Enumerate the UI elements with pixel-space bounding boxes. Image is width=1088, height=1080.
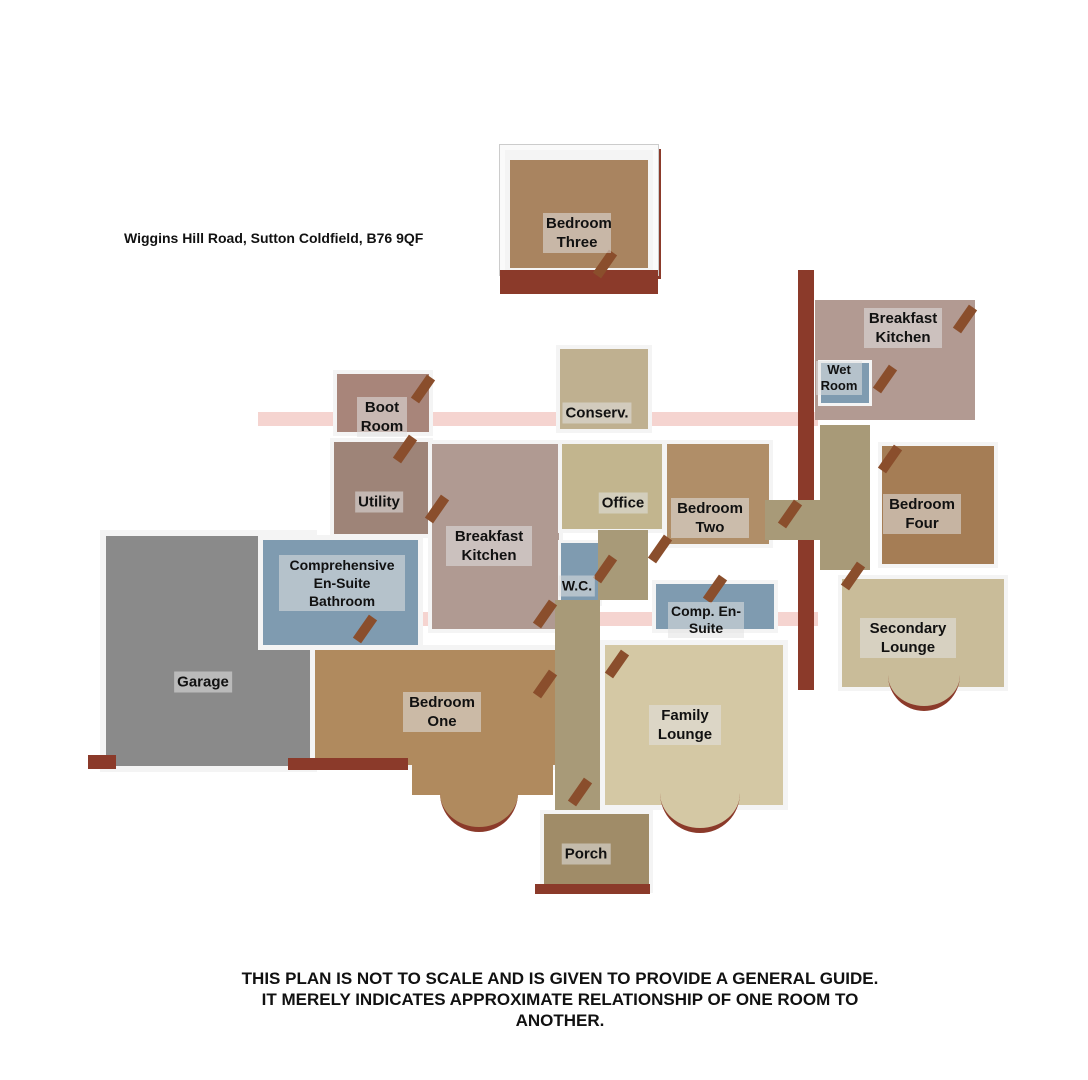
label-comp-en-suite: Comp. En-Suite bbox=[668, 602, 744, 638]
label-breakfast-kitchen-right: Breakfast Kitchen bbox=[864, 308, 942, 348]
label-porch: Porch bbox=[561, 843, 611, 865]
bay-window bbox=[440, 785, 518, 832]
label-bedroom-two: Bedroom Two bbox=[671, 498, 749, 538]
floor-hall-right bbox=[820, 425, 870, 570]
door bbox=[647, 534, 673, 564]
brick-wall bbox=[798, 270, 814, 690]
brick-wall bbox=[535, 884, 650, 894]
floor-utility bbox=[330, 438, 433, 538]
label-bedroom-four: Bedroom Four bbox=[883, 494, 961, 534]
label-office: Office bbox=[598, 492, 648, 514]
bay-window bbox=[888, 668, 960, 711]
label-bedroom-one: Bedroom One bbox=[403, 692, 481, 732]
label-utility: Utility bbox=[355, 491, 403, 513]
label-family-lounge: Family Lounge bbox=[649, 705, 721, 745]
label-boot-room: Boot Room bbox=[357, 397, 407, 437]
label-bedroom-three: Bedroom Three bbox=[543, 213, 612, 253]
label-garage: Garage bbox=[174, 671, 232, 693]
label-comprehensive-en-suite-bathroom: Comprehensive En-Suite Bathroom bbox=[279, 555, 405, 611]
label-wet-room: Wet Room bbox=[816, 361, 862, 395]
disclaimer-text: THIS PLAN IS NOT TO SCALE AND IS GIVEN T… bbox=[241, 969, 879, 1030]
floor-office bbox=[558, 440, 666, 533]
label-wc: W.C. bbox=[558, 575, 596, 597]
bay-window bbox=[660, 790, 740, 833]
label-secondary-lounge: Secondary Lounge bbox=[860, 618, 956, 658]
floor-hallway bbox=[555, 600, 600, 810]
brick-wall bbox=[88, 755, 116, 769]
brick-wall bbox=[500, 270, 658, 294]
label-conservatory: Conserv. bbox=[562, 402, 632, 424]
brick-wall bbox=[288, 758, 408, 770]
property-address: Wiggins Hill Road, Sutton Coldfield, B76… bbox=[124, 230, 424, 246]
label-breakfast-kitchen: Breakfast Kitchen bbox=[446, 526, 532, 566]
